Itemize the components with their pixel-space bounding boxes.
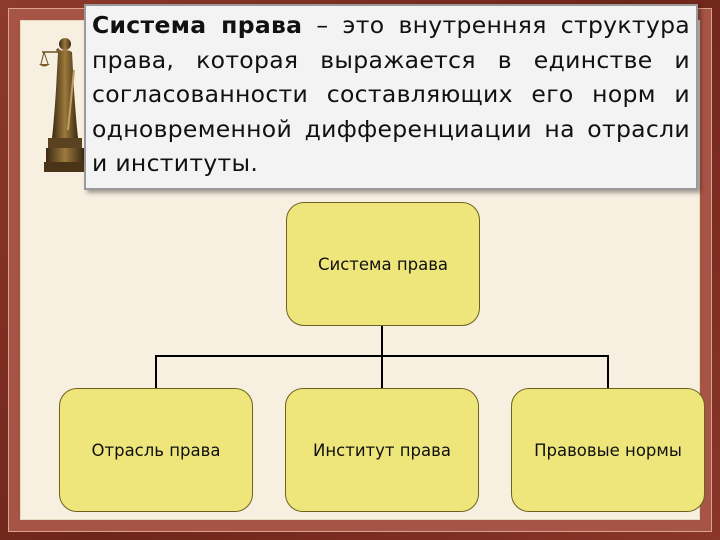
connector-root-down xyxy=(381,326,383,356)
connector-child-2 xyxy=(381,355,383,389)
themis-statue-icon xyxy=(39,38,84,172)
connector-child-1 xyxy=(155,355,157,389)
root-node-label: Система права xyxy=(317,254,449,274)
child-node-institute: Институт права xyxy=(285,388,479,512)
child-node-norms: Правовые нормы xyxy=(511,388,705,512)
definition-term: Система права xyxy=(92,11,303,39)
root-node: Система права xyxy=(286,202,480,326)
child-node-label: Отрасль права xyxy=(91,440,221,460)
definition-box: Система права – это внутренняя структура… xyxy=(84,4,698,190)
child-node-branch: Отрасль права xyxy=(59,388,253,512)
connector-child-3 xyxy=(607,355,609,389)
definition-text: – это внутренняя структура права, котора… xyxy=(92,11,690,177)
child-node-label: Правовые нормы xyxy=(534,440,682,460)
child-node-label: Институт права xyxy=(313,440,451,460)
